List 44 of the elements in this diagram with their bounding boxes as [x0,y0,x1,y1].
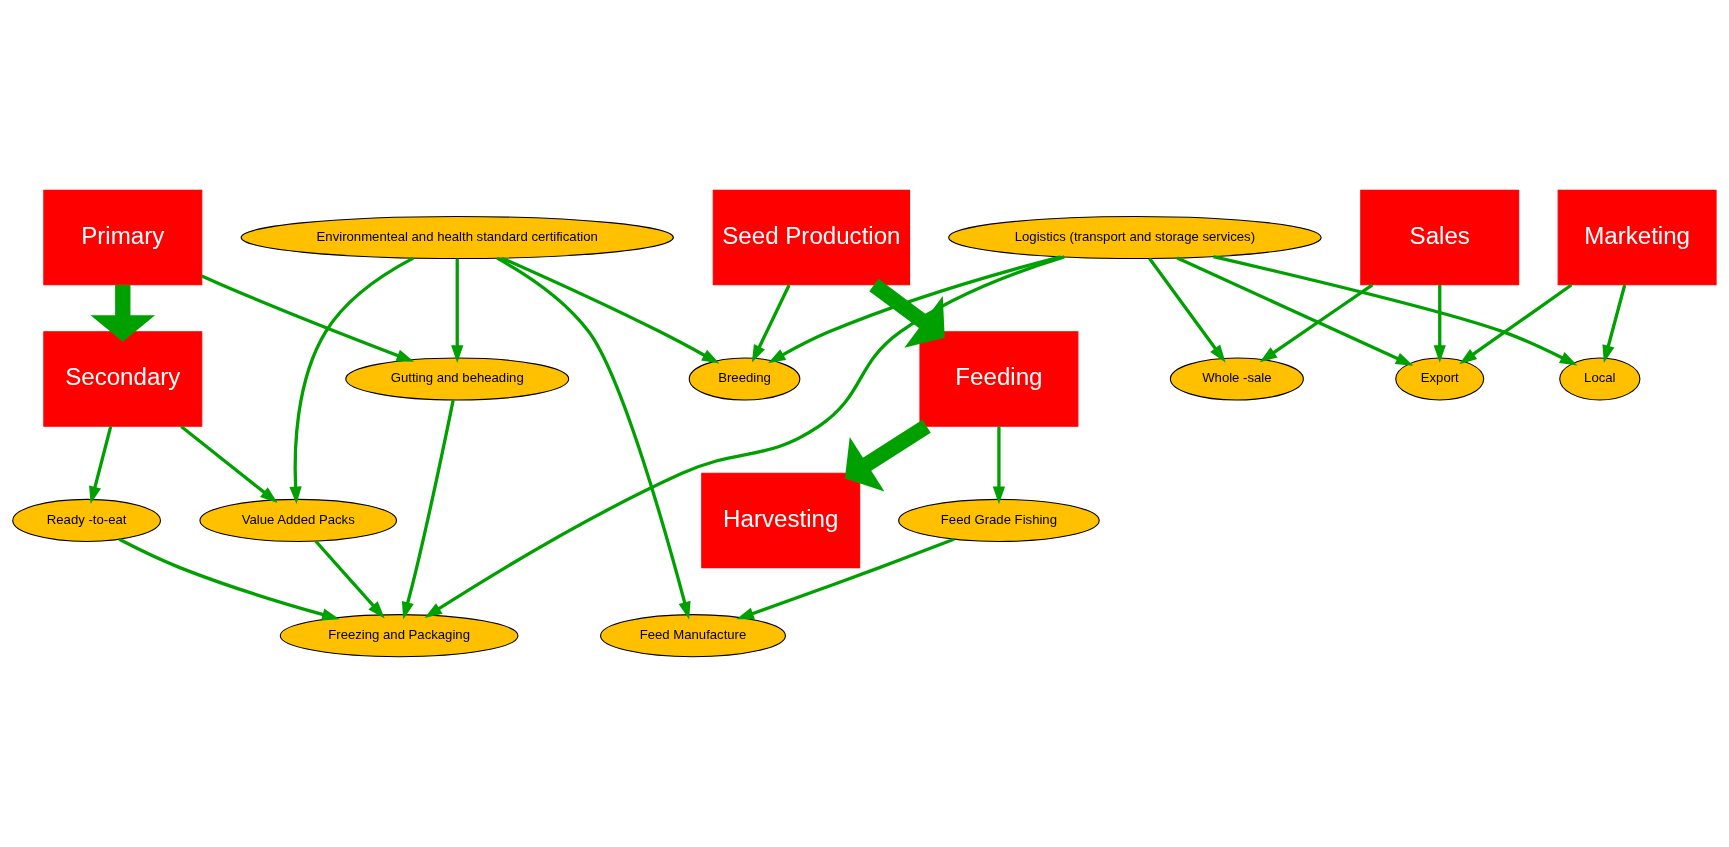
arrow [451,258,464,363]
node-ellipse: Feed Grade Fishing [898,498,1100,543]
arrow [869,278,945,348]
arrow [992,426,1006,505]
arrow [501,256,720,364]
arrow [90,285,156,342]
arrow [1459,283,1573,365]
arrow [751,284,791,363]
arrow [1148,257,1226,363]
arrow [1176,256,1414,366]
node-ellipse: Ready -to-eat [12,498,161,543]
node-box: Secondary [43,331,203,427]
node-ellipse: Freezing and Packaging [279,614,519,658]
node-ellipse: Gutting and beheading [345,357,570,401]
arrow [496,256,691,620]
arrow [1259,283,1374,363]
arrow [401,399,455,620]
node-ellipse: Whole -sale [1169,357,1304,401]
arrow [768,255,1061,364]
node-box: Sales [1360,189,1520,286]
arrow [736,537,955,620]
arrow [89,426,113,504]
node-ellipse: Environmenteal and health standard certification [240,215,674,260]
node-ellipse: Breeding [688,357,801,401]
node-ellipse: Value Added Packs [199,498,398,543]
node-box: Marketing [1557,189,1717,286]
node-ellipse: Local [1559,357,1641,401]
node-box: Seed Production [712,189,911,286]
node-box: Primary [43,189,203,286]
arrow [314,540,385,619]
arrow [118,537,340,621]
arrow [1602,284,1627,363]
node-ellipse: Logistics (transport and storage services) [948,215,1322,260]
arrow [1433,285,1446,363]
node-box: Feeding [919,331,1079,427]
arrow [844,419,931,492]
arrow [424,255,1065,618]
node-box: Harvesting [701,472,861,569]
node-ellipse: Export [1395,357,1485,401]
arrow [201,274,415,362]
arrow [1213,254,1578,366]
arrow [180,425,278,503]
node-ellipse: Feed Manufacture [600,614,786,658]
arrow [289,256,415,505]
